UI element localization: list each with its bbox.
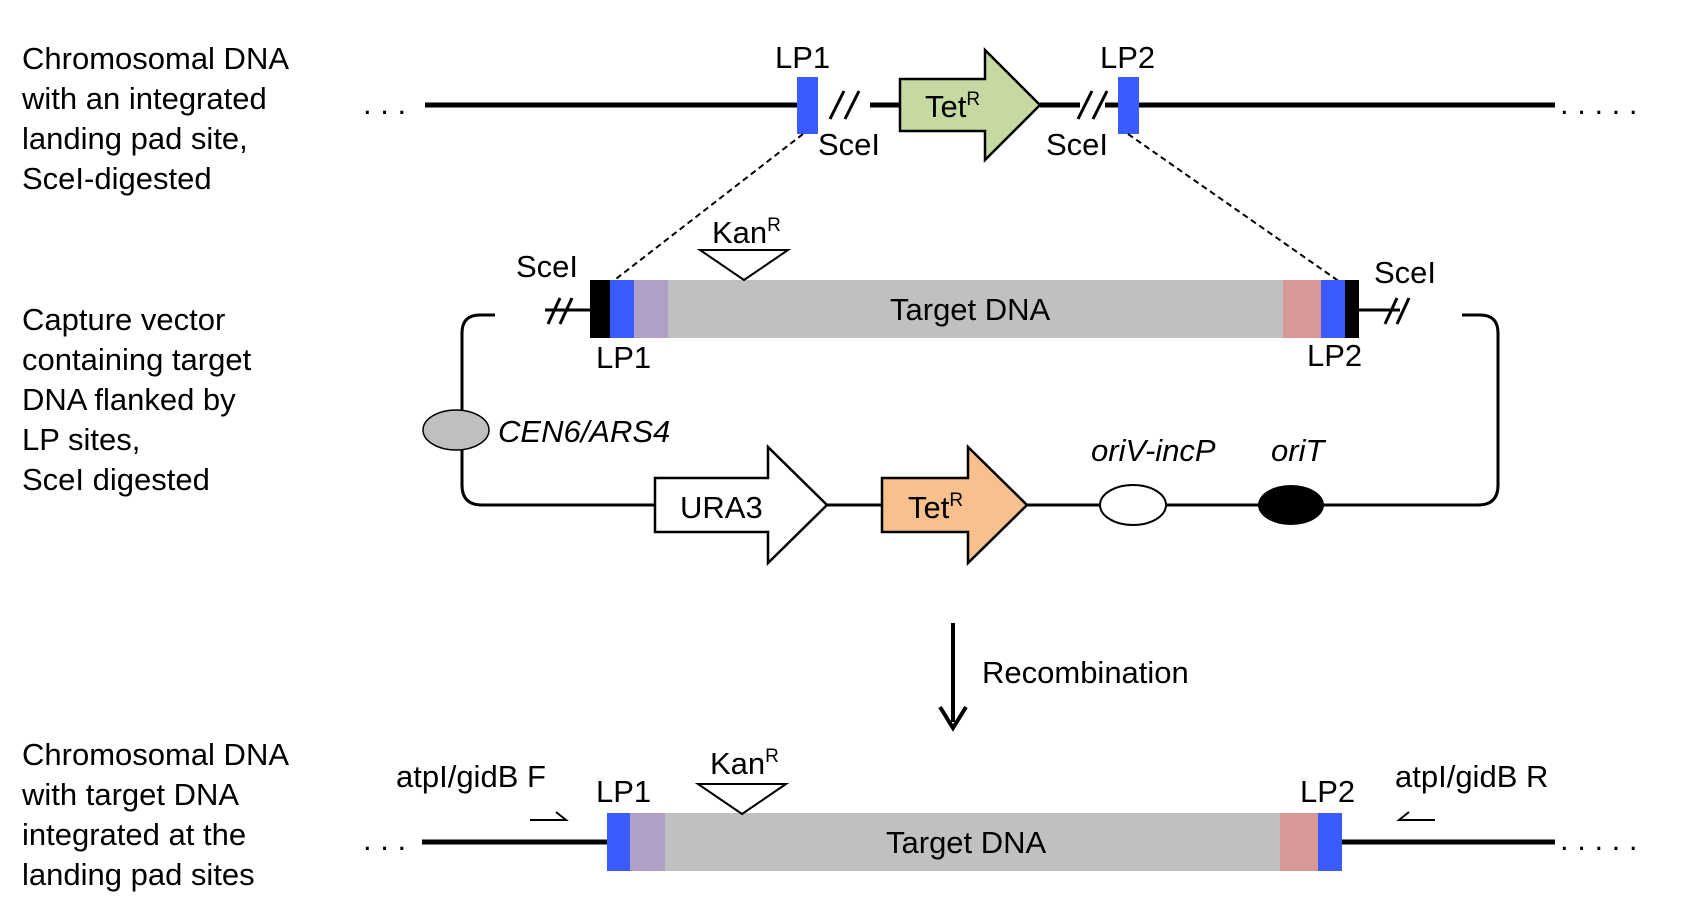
caption-result-line-3: integrated at the: [22, 817, 246, 852]
caption-chromosome-line-2: with an integrated: [21, 81, 267, 116]
vector-tet-label: TetR: [908, 490, 963, 525]
caption-vector-line-1: Capture vector: [22, 302, 225, 337]
result-lp2-label: LP2: [1300, 774, 1355, 809]
vector-scei-end-left: [590, 280, 610, 338]
caption-result-line-4: landing pad sites: [22, 857, 255, 892]
vector-kan-label: KanR: [712, 215, 781, 250]
vector-ura3-label: URA3: [680, 490, 763, 525]
vector-lp2-flank: [1283, 280, 1321, 338]
vector-lp1-flank: [634, 280, 668, 338]
vector-target-dna: [668, 280, 1283, 338]
caption-chromosome-line-3: landing pad site,: [22, 121, 248, 156]
chromosome-lp2-label: LP2: [1100, 40, 1155, 75]
chromosome-tet-arrow: [898, 46, 1042, 164]
result-lp1-flank: [630, 813, 665, 871]
result-row: . . . . . . . . Target DNA LP1 LP2 KanR …: [363, 746, 1638, 871]
vector-break-left: [546, 297, 574, 325]
recombination-label: Recombination: [982, 655, 1189, 690]
caption-chromosome-line-4: SceI-digested: [22, 161, 212, 196]
result-target-dna: [665, 813, 1280, 871]
recombination-step: Recombination: [938, 623, 1189, 732]
chromosome-lp2-site: [1118, 77, 1139, 134]
vector-lp2-site: [1321, 280, 1345, 338]
result-lp1-label: LP1: [596, 774, 651, 809]
chromosome-scei-left-label: SceI: [818, 127, 880, 162]
homology-line-lp2: [1127, 133, 1341, 283]
vector-kan-marker: [696, 249, 792, 282]
chromosome-lp1-site: [797, 77, 818, 134]
vector-ura3-arrow: [653, 444, 829, 566]
chromosome-break-left: [828, 90, 861, 120]
result-lp2-site: [1318, 813, 1342, 871]
caption-chromosome-line-1: Chromosomal DNA: [22, 41, 289, 76]
chromosome-lp1-label: LP1: [775, 40, 830, 75]
caption-vector: Capture vector containing target DNA fla…: [22, 302, 252, 497]
caption-vector-line-3: DNA flanked by: [22, 382, 236, 417]
vector-oriv-element: [1099, 484, 1167, 526]
vector-tet-arrow: [880, 444, 1029, 566]
vector-scei-end-right: [1345, 280, 1359, 338]
chromosome-break-right: [1076, 90, 1109, 120]
vector-lp2-label: LP2: [1307, 338, 1362, 373]
caption-result: Chromosomal DNA with target DNA integrat…: [21, 737, 289, 892]
vector-oriv-label: oriV-incP: [1091, 433, 1216, 468]
vector-orit-element: [1258, 485, 1324, 525]
chromosome-tet-label: TetR: [925, 89, 980, 124]
result-lp2-flank: [1280, 813, 1318, 871]
primer-f-arrow: [530, 811, 569, 821]
result-kan-label: KanR: [710, 746, 779, 781]
caption-chromosome: Chromosomal DNA with an integrated landi…: [21, 41, 289, 196]
recombination-arrow-head: [938, 705, 968, 732]
vector-lp1-site: [610, 280, 634, 338]
result-kan-marker: [694, 783, 790, 816]
caption-vector-line-5: SceI digested: [22, 462, 210, 497]
primer-r-arrow: [1396, 811, 1435, 821]
result-ellipsis-left: . . .: [363, 822, 406, 857]
caption-vector-line-4: LP sites,: [22, 422, 140, 457]
chromosome-row: . . . . . . . . LP1 LP2 SceI SceI TetR: [363, 40, 1638, 164]
primer-f-label: atpI/gidB F: [396, 759, 546, 794]
vector-cen-element: [422, 409, 490, 451]
primer-r-label: atpI/gidB R: [1395, 759, 1548, 794]
vector-lp1-label: LP1: [596, 340, 651, 375]
result-ellipsis-right: . . . . .: [1560, 822, 1638, 857]
caption-vector-line-2: containing target: [22, 342, 252, 377]
homology-line-lp1: [611, 133, 804, 283]
vector-cen-label: CEN6/ARS4: [498, 414, 670, 449]
result-target-label: Target DNA: [886, 825, 1047, 860]
chromosome-ellipsis-right: . . . . .: [1560, 86, 1638, 121]
result-lp1-site: [607, 813, 630, 871]
chromosome-ellipsis-left: . . .: [363, 86, 406, 121]
caption-result-line-2: with target DNA: [21, 777, 239, 812]
chromosome-scei-right-label: SceI: [1046, 127, 1108, 162]
vector-row: Target DNA SceI SceI LP1 LP2 KanR CEN6/A…: [422, 215, 1500, 566]
vector-scei-left-label: SceI: [516, 249, 578, 284]
vector-target-label: Target DNA: [890, 292, 1051, 327]
caption-result-line-1: Chromosomal DNA: [22, 737, 289, 772]
vector-orit-label: oriT: [1271, 433, 1326, 468]
vector-scei-right-label: SceI: [1374, 255, 1436, 290]
vector-break-right: [1383, 297, 1411, 325]
